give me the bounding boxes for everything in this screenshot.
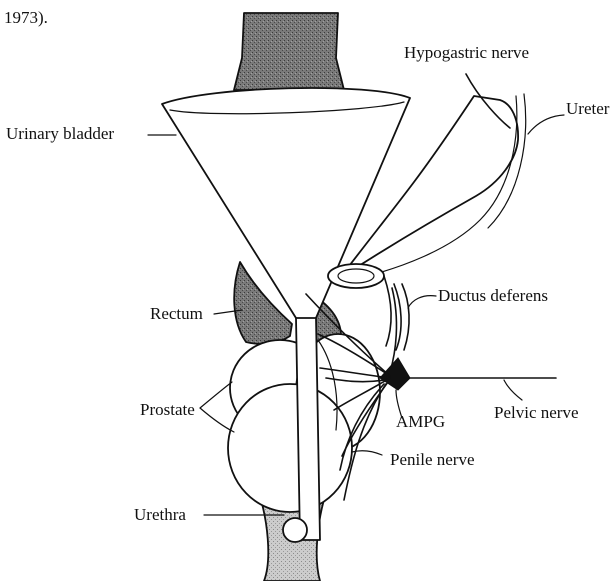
ductus-deferens-2 — [394, 284, 401, 350]
label-urethra: Urethra — [134, 505, 186, 524]
ductus-deferens-1 — [384, 276, 391, 346]
upper-tissue-dark — [234, 13, 344, 90]
label-hypogastric-nerve: Hypogastric nerve — [404, 43, 529, 62]
ductus-loop — [328, 264, 384, 288]
label-prostate: Prostate — [140, 400, 195, 419]
leader-pelvic — [504, 380, 522, 400]
hypogastric-nerve-branch — [390, 288, 396, 372]
label-ampg: AMPG — [396, 412, 445, 431]
leader-prostate-2 — [200, 408, 234, 432]
leader-ductus — [408, 296, 436, 308]
label-rectum: Rectum — [150, 304, 203, 323]
ductus-deferens-3 — [402, 284, 409, 350]
header-fragment-text: 1973). — [4, 8, 48, 27]
label-pelvic-nerve: Pelvic nerve — [494, 403, 579, 422]
urethra-tube — [296, 318, 320, 540]
leader-ureter — [528, 115, 564, 134]
label-penile-nerve: Penile nerve — [390, 450, 475, 469]
prostate-lower-lobe — [228, 384, 352, 512]
leader-penile — [352, 451, 382, 455]
leader-prostate-1 — [200, 382, 232, 408]
label-ductus-deferens: Ductus deferens — [438, 286, 548, 305]
urethra-opening — [283, 518, 307, 542]
label-ureter: Ureter — [566, 99, 610, 118]
urinary-bladder — [162, 88, 410, 322]
label-urinary-bladder: Urinary bladder — [6, 124, 114, 143]
